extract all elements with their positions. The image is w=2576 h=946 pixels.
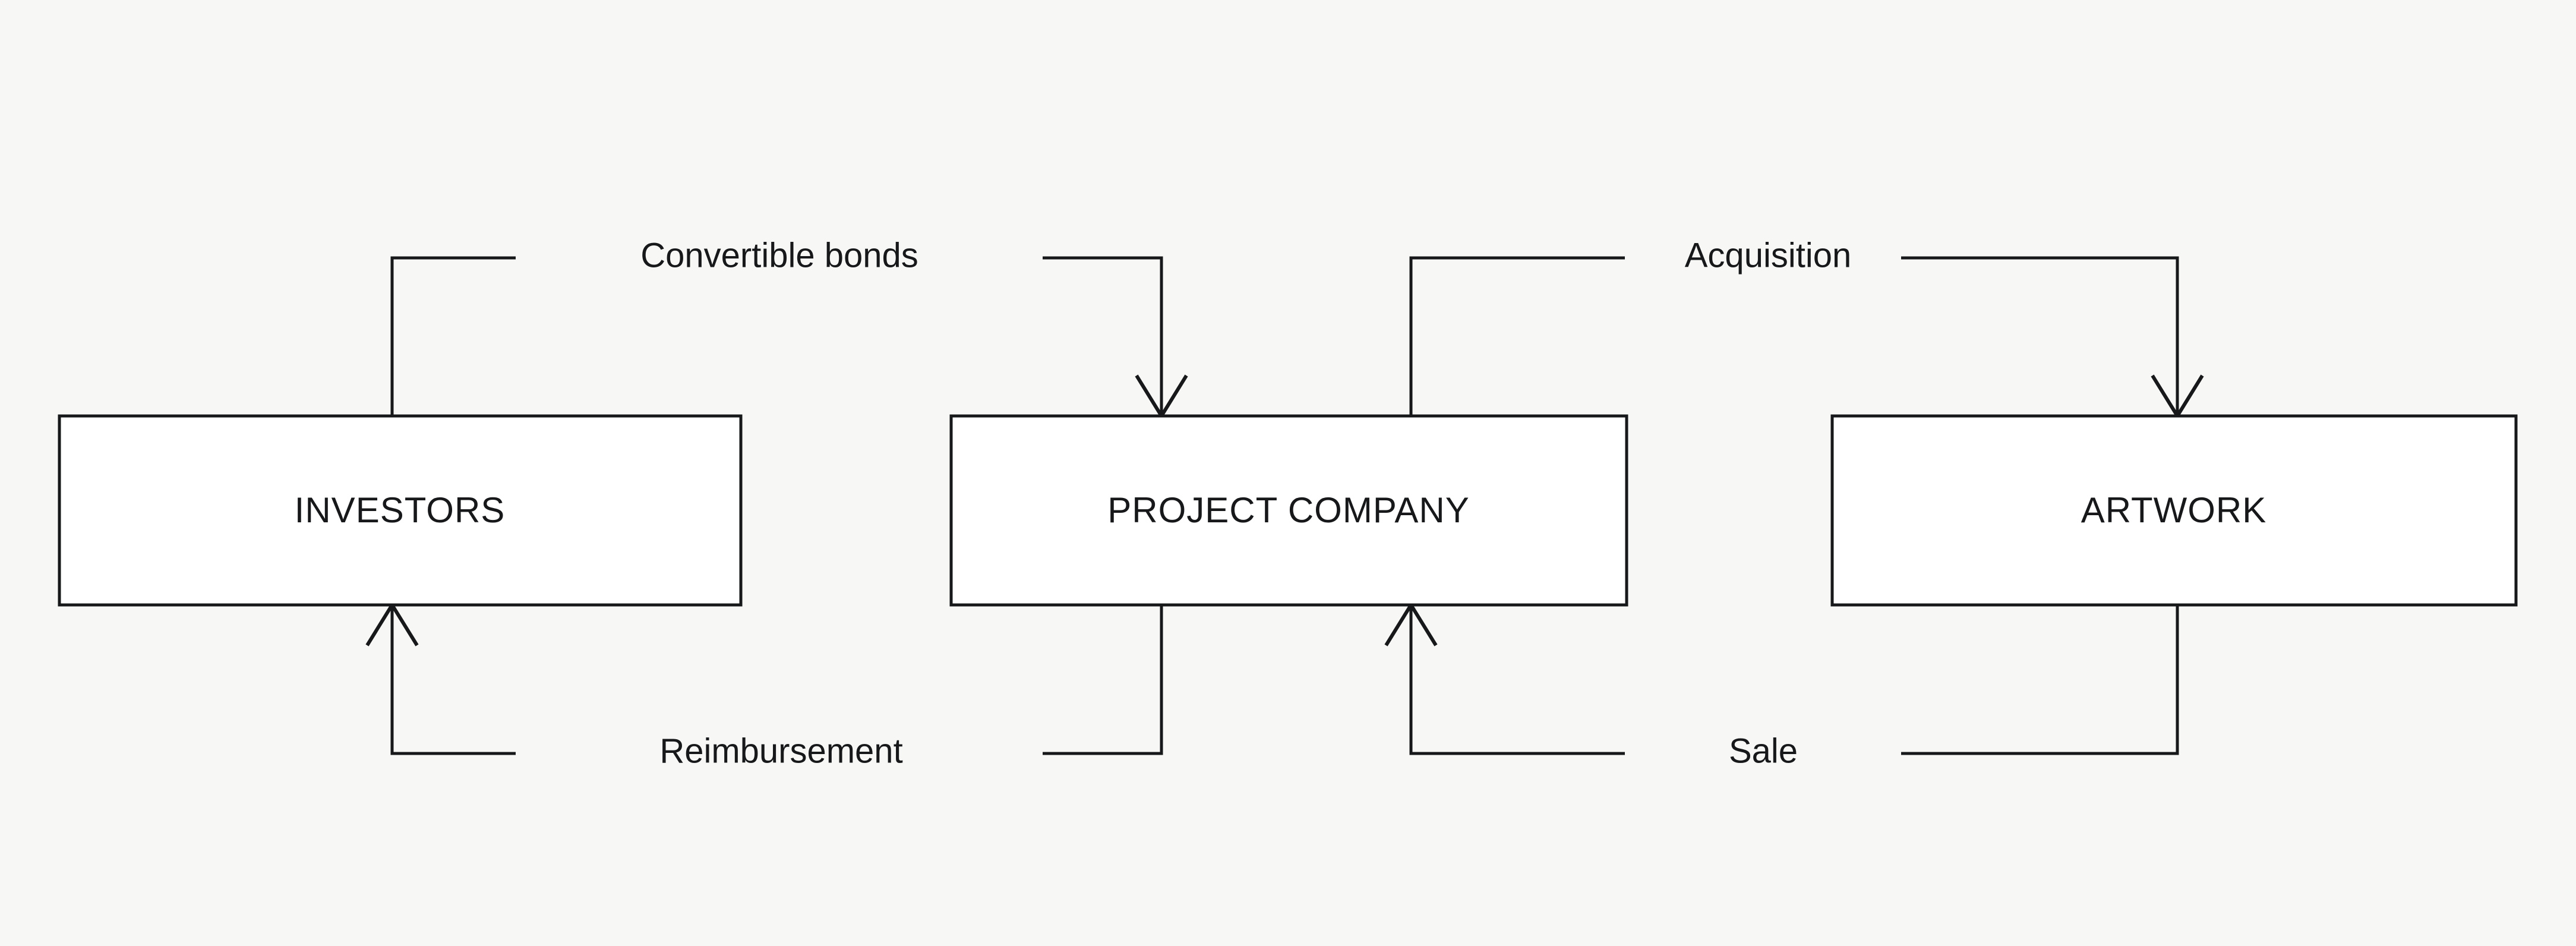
edge-sale-target-path (1409, 605, 1625, 755)
node-investors-label: INVESTORS (295, 490, 506, 530)
node-artwork-box[interactable] (1830, 414, 2518, 607)
edge-convertible-bonds-source-path (390, 256, 516, 416)
node-project-company-label: PROJECT COMPANY (1107, 490, 1470, 530)
node-investors-box[interactable] (58, 414, 743, 607)
edge-reimbursement-source-path (1043, 605, 1163, 755)
node-artwork[interactable]: ARTWORK (1830, 414, 2518, 607)
node-artwork-label: ARTWORK (2081, 490, 2267, 530)
edge-acquisition-target-path (1901, 256, 2179, 416)
edge-reimbursement: Reimbursement (365, 601, 1163, 770)
node-investors[interactable]: INVESTORS (58, 414, 743, 607)
edge-acquisition-source-path (1409, 256, 1625, 416)
edge-label-convertible-bonds: Convertible bonds (640, 236, 918, 275)
edge-acquisition: Acquisition (1409, 236, 2204, 420)
edge-sale-source-path (1901, 605, 2179, 755)
node-project-company-box[interactable] (949, 414, 1628, 607)
node-project-company[interactable]: PROJECT COMPANY (949, 414, 1628, 607)
edge-label-reimbursement: Reimbursement (659, 731, 902, 770)
edge-sale: Sale (1384, 601, 2179, 770)
edge-label-sale: Sale (1729, 731, 1798, 770)
edge-label-acquisition: Acquisition (1685, 236, 1851, 275)
edge-convertible-bonds-target-path (1043, 256, 1163, 416)
edge-reimbursement-target-path (390, 605, 516, 755)
edge-convertible-bonds: Convertible bonds (390, 236, 1188, 420)
